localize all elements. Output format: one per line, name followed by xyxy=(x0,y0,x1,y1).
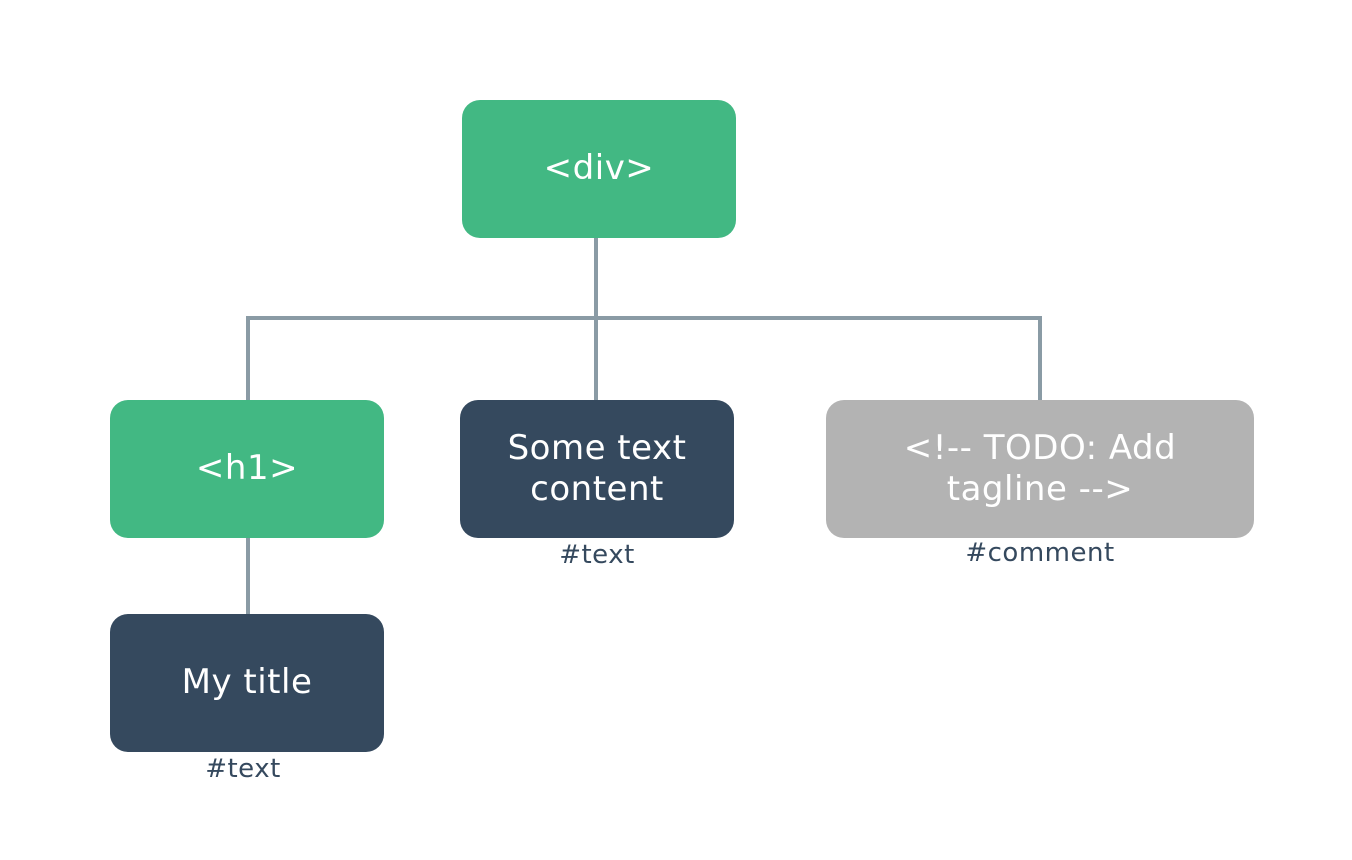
node-h1-label: <h1> xyxy=(195,448,299,489)
caption-comment-type: #comment xyxy=(965,538,1115,568)
node-some-text-label: Some text content xyxy=(507,427,687,509)
node-my-title: My title xyxy=(110,614,384,752)
node-div-element: <div> xyxy=(462,100,736,238)
node-comment-label: <!-- TODO: Add tagline --> xyxy=(903,427,1177,509)
node-some-text: Some text content xyxy=(460,400,734,538)
caption-my-title-type: #text xyxy=(205,754,281,784)
node-my-title-label: My title xyxy=(181,662,313,703)
node-h1-element: <h1> xyxy=(110,400,384,538)
node-comment: <!-- TODO: Add tagline --> xyxy=(826,400,1254,538)
node-div-label: <div> xyxy=(543,148,655,189)
caption-some-text-type: #text xyxy=(559,540,635,570)
